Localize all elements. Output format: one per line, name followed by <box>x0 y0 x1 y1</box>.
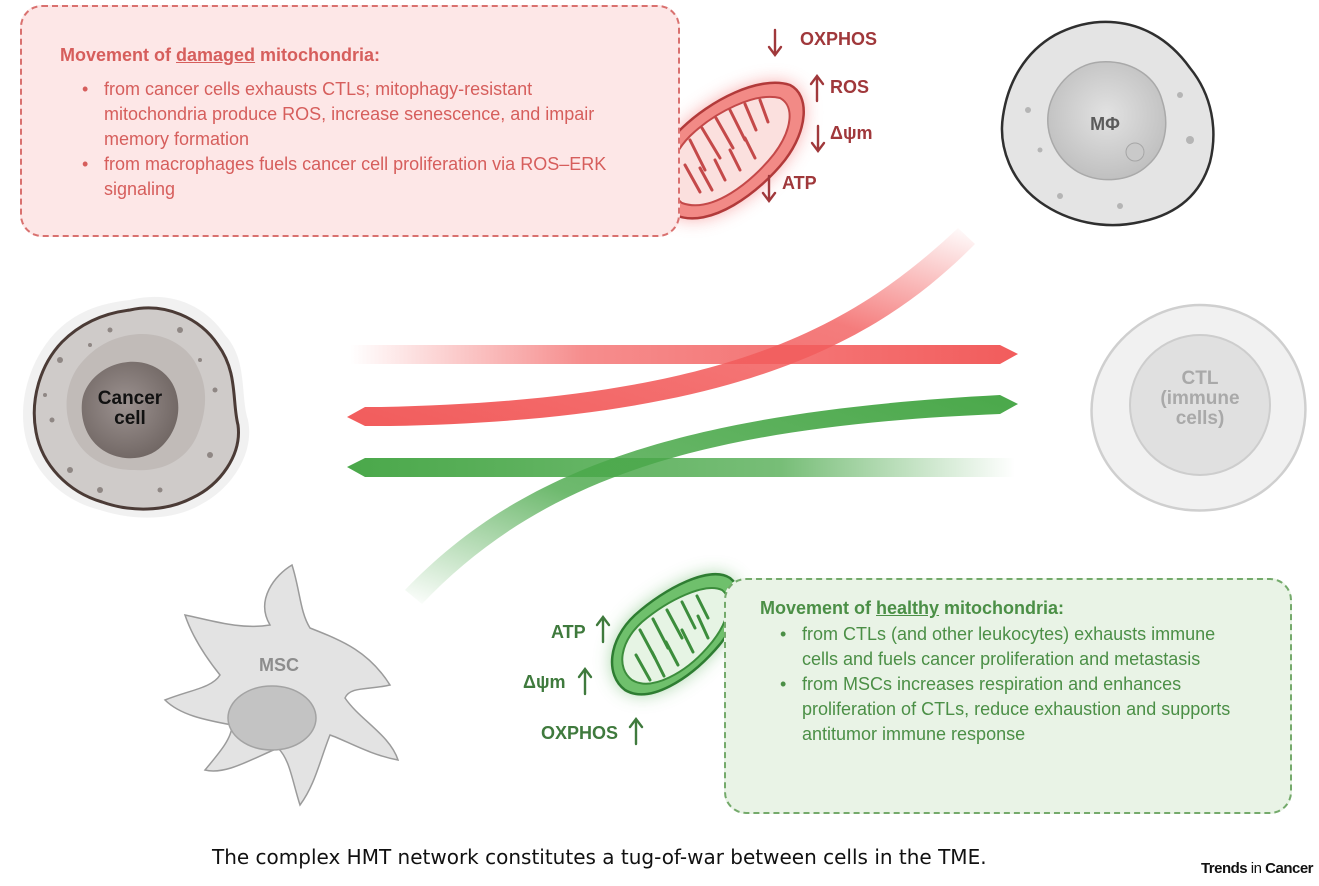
damaged-box-title: Movement of damaged mitochondria: <box>60 45 381 65</box>
damaged-bullet-list: from cancer cells exhausts CTLs; mitopha… <box>80 77 640 202</box>
healthy-bullet-list: from CTLs (and other leukocytes) exhaust… <box>778 622 1248 747</box>
list-item: from macrophages fuels cancer cell proli… <box>80 152 640 202</box>
macrophage-label: MΦ <box>1090 114 1120 134</box>
list-item: from cancer cells exhausts CTLs; mitopha… <box>80 77 640 152</box>
damaged-mitochondria-box: Movement of damaged mitochondria: from c… <box>20 5 680 237</box>
atp-down-arrow-icon <box>761 174 777 203</box>
macrophage-cell <box>1000 20 1215 227</box>
arrow-damaged-to-ctl <box>350 345 1018 364</box>
healthy-oxphos-label: OXPHOS <box>541 723 619 743</box>
ctl-label: CTL (immune cells) <box>1160 368 1240 429</box>
ctl-cell <box>1090 303 1307 512</box>
figure-caption: The complex HMT network constitutes a tu… <box>212 845 987 869</box>
healthy-atp-label: ATP <box>551 622 586 642</box>
dpsi-down-arrow-icon <box>810 124 826 153</box>
damaged-oxphos-label: OXPHOS <box>800 29 878 49</box>
damaged-dpsi-label: Δψm <box>830 123 873 143</box>
healthy-emphasis: healthy <box>876 598 940 618</box>
list-item: from CTLs (and other leukocytes) exhaust… <box>778 622 1248 672</box>
healthy-dpsi-label: Δψm <box>523 672 566 692</box>
cancer-cell <box>23 296 250 518</box>
damaged-marker-arrows <box>761 28 826 203</box>
damaged-ros-label: ROS <box>830 77 870 97</box>
dpsi-up-arrow-icon <box>577 667 593 696</box>
list-item: from MSCs increases respiration and enha… <box>778 672 1248 747</box>
healthy-mitochondria-box: Movement of healthy mitochondria: from C… <box>724 578 1292 814</box>
cancer-cell-label: Cancer cell <box>97 388 163 429</box>
healthy-mitochondrion <box>610 573 741 696</box>
msc-label: MSC <box>259 655 299 675</box>
journal-brand: Trends in Cancer <box>1200 860 1314 877</box>
arrow-damaged-to-cancer <box>347 228 975 426</box>
oxphos-up-arrow-icon <box>628 717 644 746</box>
healthy-box-title: Movement of healthy mitochondria: <box>760 598 1065 618</box>
atp-up-arrow-icon <box>595 615 611 644</box>
arrow-healthy-to-cancer <box>347 458 1015 477</box>
damaged-mitochondrion <box>655 81 805 220</box>
damaged-emphasis: damaged <box>176 45 256 65</box>
damaged-atp-label: ATP <box>782 173 817 193</box>
arrow-healthy-to-ctl <box>405 395 1018 604</box>
oxphos-down-arrow-icon <box>767 28 783 57</box>
healthy-marker-arrows <box>577 615 644 746</box>
ros-up-arrow-icon <box>809 74 825 103</box>
msc-cell <box>163 563 400 807</box>
